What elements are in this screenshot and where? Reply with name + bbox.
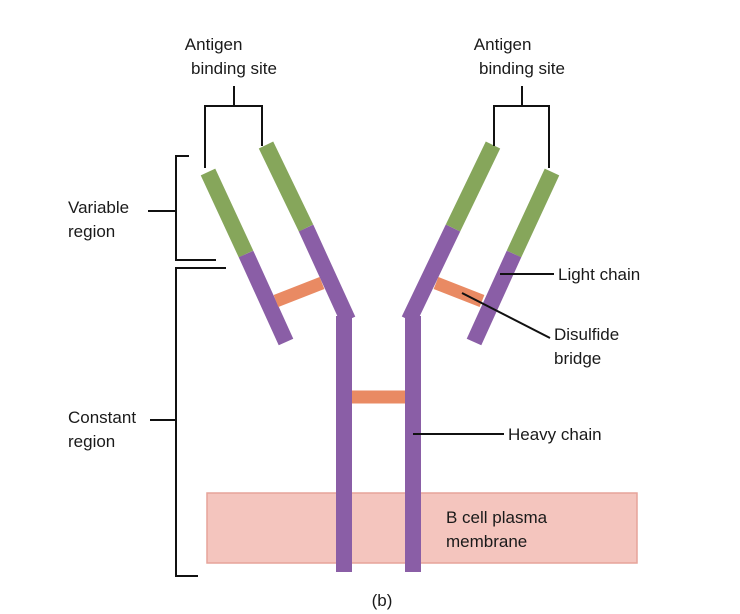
disulfide-bridge-leader xyxy=(461,292,551,339)
light-chain-label: Light chain xyxy=(558,265,640,284)
antigen-bracket-right xyxy=(493,86,550,168)
light-chain-left-variable xyxy=(200,168,254,258)
heavy-chain-right-variable xyxy=(445,141,501,232)
heavy-chain-left-arm-constant xyxy=(298,224,356,324)
light-chain-right-variable xyxy=(506,168,560,258)
antigen-binding-site-label-left: Antigen binding site xyxy=(185,35,277,78)
plasma-membrane xyxy=(206,492,638,564)
membrane-label: B cell plasma membrane xyxy=(446,508,552,551)
heavy-chain-left-variable xyxy=(258,141,314,232)
panel-label: (b) xyxy=(372,591,393,610)
antigen-bracket-left xyxy=(204,86,263,168)
heavy-chain-right-arm-constant xyxy=(401,224,461,324)
light-chain-left-constant xyxy=(238,250,294,346)
constant-region-bracket xyxy=(150,267,226,577)
variable-region-label: Variable region xyxy=(68,198,134,241)
disulfide-bridge-left xyxy=(273,276,325,308)
constant-region-label: Constant region xyxy=(68,408,141,451)
disulfide-bridge-label: Disulfide bridge xyxy=(554,325,624,368)
variable-region-bracket xyxy=(148,155,216,261)
antigen-binding-site-label-right: Antigen binding site xyxy=(474,35,565,78)
light-chain-right-constant xyxy=(466,250,522,346)
disulfide-bridge-right xyxy=(433,276,485,308)
heavy-chain-label: Heavy chain xyxy=(508,425,602,444)
